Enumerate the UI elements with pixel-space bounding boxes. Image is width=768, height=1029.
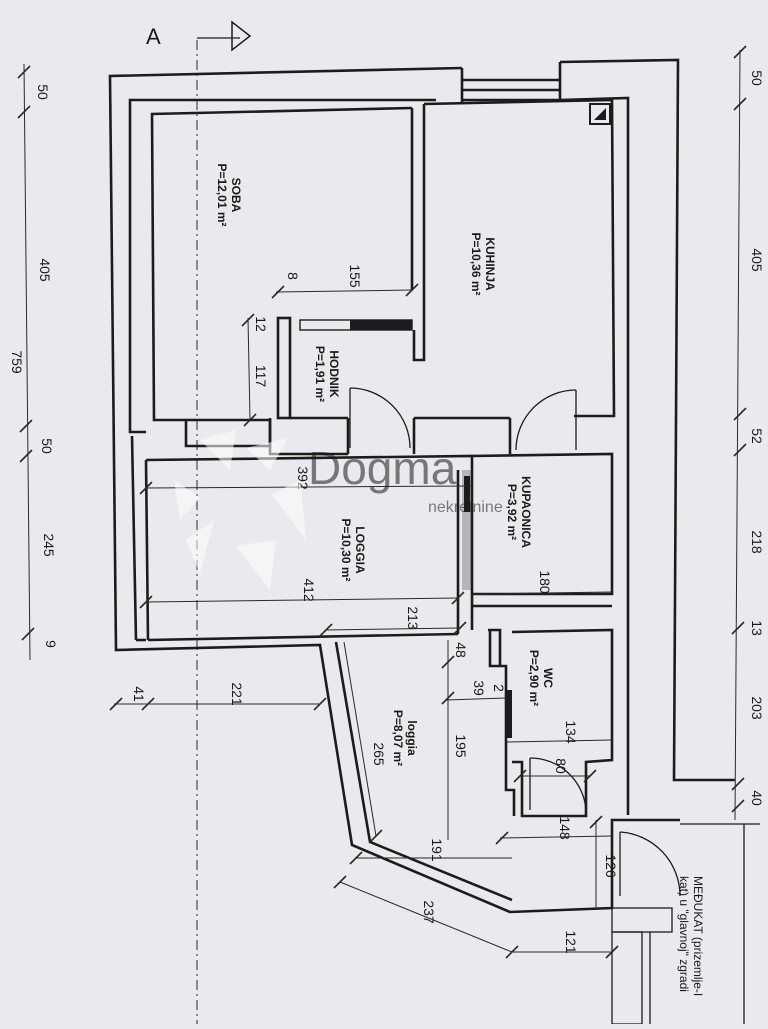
room-loggia-small-name: loggia	[405, 720, 419, 756]
dim-117: 117	[253, 365, 269, 388]
dim-right-405: 405	[749, 248, 765, 272]
room-loggia-main-area: P=10,30 m²	[339, 518, 353, 581]
room-labels: SOBA P=12,01 m² KUHINJA P=10,36 m² HODNI…	[215, 163, 705, 996]
dim-right-52: 52	[749, 428, 765, 444]
dim-195: 195	[453, 734, 469, 758]
dim-121: 121	[563, 930, 579, 954]
watermark-brand: Dogma	[308, 442, 457, 494]
dim-left-9: 9	[43, 640, 59, 648]
dim-8: 8	[285, 272, 301, 280]
dim-180: 180	[537, 570, 553, 594]
room-kuhinja-name: KUHINJA	[483, 237, 497, 291]
dim-155: 155	[347, 264, 363, 288]
room-soba-name: SOBA	[229, 178, 243, 213]
dim-12: 12	[253, 316, 269, 332]
dim-left-405: 405	[37, 258, 53, 282]
dim-right-40: 40	[749, 790, 765, 806]
dimension-lines	[17, 45, 747, 959]
room-hodnik: HODNIK P=1,91 m²	[313, 346, 341, 402]
dim-left-50b: 50	[39, 438, 55, 454]
dim-412: 412	[301, 578, 317, 602]
floor-note-line1: MEĐUKAT (prizemlje-I	[691, 876, 705, 996]
room-kuhinja: KUHINJA P=10,36 m²	[469, 232, 497, 295]
dim-39: 39	[471, 680, 487, 696]
dim-221: 221	[229, 682, 245, 706]
room-loggia-main: LOGGIA P=10,30 m²	[339, 518, 367, 581]
room-loggia-small: loggia P=8,07 m²	[391, 710, 419, 766]
room-kuhinja-area: P=10,36 m²	[469, 232, 483, 295]
floor-note-line2: kat) u "glavnoj" zgradi	[677, 876, 691, 992]
section-axis-a: A	[146, 20, 252, 1024]
dim-134: 134	[563, 720, 579, 744]
dim-left-50: 50	[35, 84, 51, 100]
dim-right-50: 50	[749, 70, 765, 86]
room-wc: WC P=2,90 m²	[527, 650, 555, 706]
room-kuhinja-outline	[412, 98, 616, 418]
room-wc-name: WC	[541, 668, 555, 688]
watermark-sub: nekretnine	[428, 499, 503, 516]
dim-80: 80	[553, 758, 569, 774]
room-loggia-main-name: LOGGIA	[353, 526, 367, 574]
door-swings	[349, 103, 681, 897]
dim-right-218: 218	[749, 530, 765, 554]
watermark-logo	[174, 430, 306, 590]
floor-note: MEĐUKAT (prizemlje-I kat) u "glavnoj" zg…	[677, 876, 705, 996]
room-kupaonica-name: KUPAONICA	[519, 476, 533, 548]
dim-191: 191	[429, 838, 445, 862]
dim-48: 48	[453, 642, 469, 658]
dim-right-203: 203	[749, 696, 765, 720]
dim-2: 2	[491, 684, 507, 692]
room-soba-area: P=12,01 m²	[215, 163, 229, 226]
dim-213: 213	[405, 606, 421, 630]
dimension-labels: 50 405 759 50 245 9 50 405 52 218 13 203…	[9, 70, 765, 954]
dim-265: 265	[371, 742, 387, 766]
room-wc-outline	[488, 628, 614, 818]
room-kupaonica-outline	[471, 452, 614, 608]
room-wc-area: P=2,90 m²	[527, 650, 541, 706]
room-soba: SOBA P=12,01 m²	[215, 163, 243, 226]
room-hodnik-name: HODNIK	[327, 350, 341, 398]
dim-41: 41	[131, 686, 147, 702]
room-kupaonica-area: P=3,92 m²	[505, 484, 519, 540]
dim-left-759: 759	[9, 350, 25, 374]
dim-148: 148	[557, 816, 573, 840]
room-hodnik-area: P=1,91 m²	[313, 346, 327, 402]
dim-left-245: 245	[41, 533, 57, 557]
room-loggia-small-area: P=8,07 m²	[391, 710, 405, 766]
room-kupaonica: KUPAONICA P=3,92 m²	[505, 476, 533, 548]
watermark: Dogma nekretnine	[174, 430, 503, 590]
section-marker: A	[146, 24, 161, 49]
dim-237: 237	[421, 900, 437, 924]
dim-126: 126	[603, 854, 619, 878]
dim-right-13: 13	[749, 620, 765, 636]
